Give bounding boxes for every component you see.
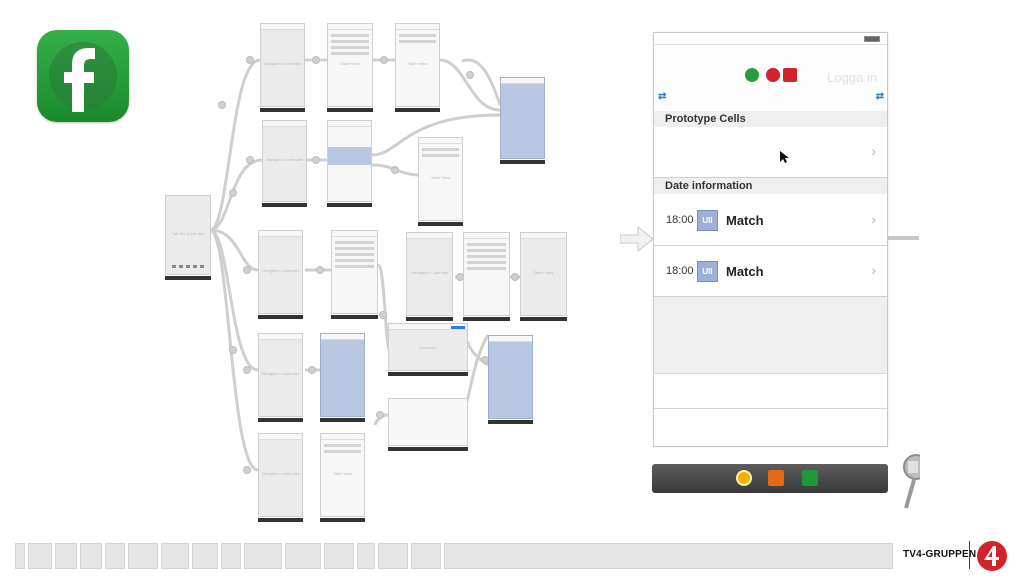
first-responder-icon[interactable]	[736, 470, 752, 486]
zoom-magnifier-icon	[903, 454, 920, 509]
sport-view-controller-scene[interactable]	[327, 120, 372, 207]
play-view-controller-scene[interactable]	[331, 230, 378, 319]
view-controller-icon[interactable]	[768, 470, 784, 486]
tv4-logo-icon	[766, 68, 780, 82]
f-logo-icon	[49, 42, 117, 112]
reset-password-scene[interactable]	[488, 335, 533, 424]
tv4-logo-icon	[977, 541, 1007, 571]
divider	[969, 541, 970, 569]
blogs-view-controller-scene[interactable]: Table View	[327, 23, 373, 112]
right-arrows-icon: ⇄	[875, 91, 884, 102]
list-item[interactable]: 18:00 UII Match ›	[654, 195, 887, 246]
play-logo-icon	[783, 68, 797, 82]
chevron-right-icon: ›	[871, 143, 876, 159]
login-button[interactable]: Logga in	[827, 70, 877, 85]
login-view-controller-scene[interactable]	[463, 232, 510, 321]
blog-post-listing-scene[interactable]: Table View	[395, 23, 440, 112]
navigation-controller-scene[interactable]: Navigation Controller	[258, 333, 303, 422]
battery-icon	[864, 36, 880, 42]
tab-bar-controller-scene[interactable]: Tab Bar Controller	[165, 195, 211, 275]
chevron-right-icon: ›	[871, 262, 876, 278]
section-header: Prototype Cells	[654, 111, 887, 127]
segue-line	[888, 236, 919, 240]
navigation-controller-scene[interactable]: Navigation Controller	[406, 232, 453, 321]
zoom-arrow-icon	[620, 226, 654, 252]
match-details-scene[interactable]	[500, 77, 545, 164]
section-header: Date information	[654, 178, 887, 194]
app-icon	[37, 30, 129, 122]
exit-icon[interactable]	[802, 470, 818, 486]
chevron-right-icon: ›	[871, 211, 876, 227]
divider	[654, 408, 887, 409]
segue-connections	[165, 56, 520, 474]
navigation-controller-scene[interactable]: Navigation Controller	[260, 23, 305, 112]
prototype-cell[interactable]: ›	[654, 127, 887, 178]
schedule-view-controller-scene[interactable]: Table View	[320, 433, 365, 522]
statistics-view-controller-scene[interactable]	[320, 333, 365, 422]
brand-label: TV4-GRUPPEN	[903, 549, 977, 560]
navigation-controller-scene[interactable]: Navigation Controller	[258, 433, 303, 522]
cursor-icon	[780, 151, 789, 163]
storyboard-canvas[interactable]: Tab Bar Controller Navigation Controller…	[150, 15, 580, 525]
list-item[interactable]: 18:00 UII Match ›	[654, 246, 887, 297]
live-stream-scene[interactable]: Container	[388, 323, 468, 376]
uii-icon: UII	[697, 210, 718, 231]
f-logo-icon	[745, 68, 759, 82]
left-arrows-icon: ⇄	[658, 91, 666, 102]
navigation-bar: Logga in	[654, 45, 887, 114]
live-view-controller-scene[interactable]: Table View	[418, 137, 463, 226]
uii-icon: UII	[697, 261, 718, 282]
storyboard-thumbnail-strip	[15, 543, 893, 569]
empty-area	[654, 297, 887, 374]
recover-password-scene[interactable]: Table View	[520, 232, 567, 321]
live-player-scene[interactable]	[388, 398, 468, 451]
zoomed-scene[interactable]: Logga in ⇄ ⇄ Prototype Cells › Date info…	[653, 32, 888, 447]
navigation-controller-scene[interactable]: Navigation Controller	[262, 120, 307, 207]
scene-dock[interactable]	[652, 464, 888, 493]
status-bar	[654, 33, 887, 45]
navigation-controller-scene[interactable]: Navigation Controller	[258, 230, 303, 319]
